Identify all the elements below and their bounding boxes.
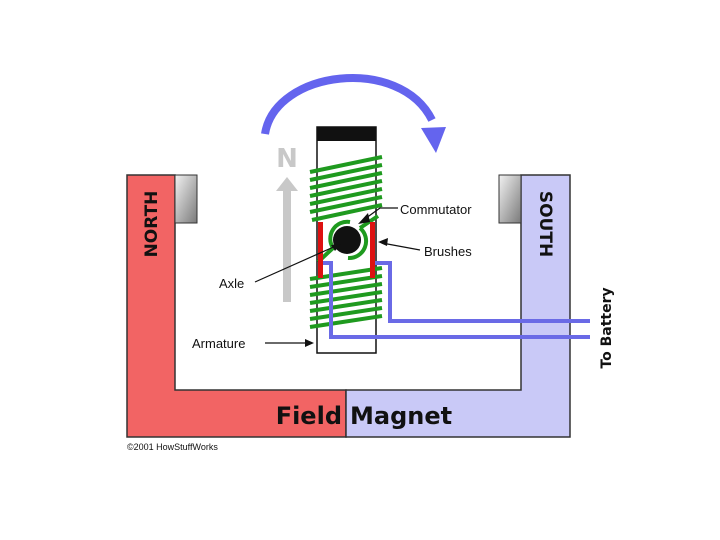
south-label: SOUTH: [535, 191, 555, 257]
to-battery-label: To Battery: [599, 287, 615, 368]
n-arrow-shaft: [283, 190, 291, 302]
magnet-label: Magnet: [350, 402, 452, 430]
upper-coil: [309, 155, 383, 222]
axle-leader: [254, 244, 339, 283]
brushes-label: Brushes: [424, 244, 472, 259]
axle-leader-arrow-icon: [331, 244, 341, 251]
brushes-leader-arrow-icon: [378, 238, 388, 246]
south-pole-cap: [498, 174, 522, 224]
north-pole-cap: [174, 174, 198, 224]
copyright: ©2001 HowStuffWorks: [127, 442, 218, 452]
commutator-label: Commutator: [400, 202, 472, 217]
right-brush: [370, 222, 375, 278]
left-brush: [318, 222, 323, 278]
field-label: Field: [276, 402, 342, 430]
armature-top-cap: [317, 127, 376, 141]
armature-leader-arrow-icon: [305, 339, 314, 347]
n-arrow-head-icon: [276, 177, 298, 191]
rotation-arrowhead-icon: [421, 127, 446, 153]
south-pole-magnet: [345, 174, 571, 438]
brushes-leader: [381, 242, 421, 251]
armature-label: Armature: [192, 336, 245, 351]
axle: [333, 226, 361, 254]
battery-wire-lower: [323, 261, 590, 339]
commutator-leader-arrow-icon: [358, 213, 370, 224]
rotation-arrow-icon: [261, 74, 436, 135]
n-letter: N: [276, 144, 298, 174]
battery-wire-upper: [375, 261, 590, 323]
north-label: NORTH: [142, 191, 162, 258]
axle-label: Axle: [219, 276, 244, 291]
